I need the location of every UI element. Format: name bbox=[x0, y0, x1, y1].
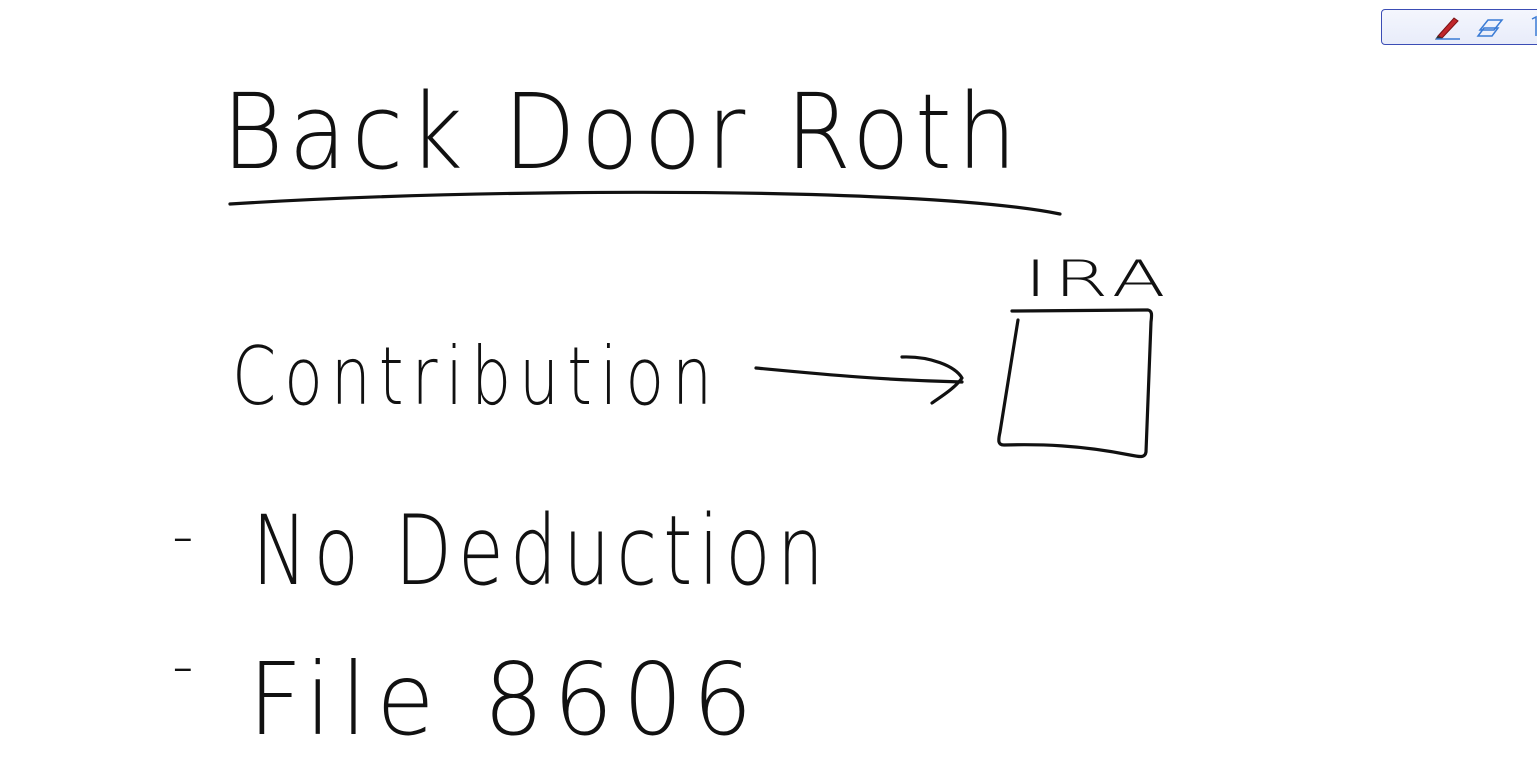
title-ink: Back Door Roth bbox=[222, 71, 1062, 216]
ink-toolbar bbox=[1381, 9, 1537, 45]
contribution-group: Contribution bbox=[232, 330, 964, 423]
ira-box bbox=[997, 308, 1154, 459]
bullet-text: File 8606 bbox=[248, 641, 762, 758]
pen-icon[interactable] bbox=[1432, 14, 1462, 40]
title-underline bbox=[228, 190, 1062, 216]
bullet-marker: - bbox=[172, 631, 194, 701]
arrow-shaft bbox=[754, 366, 964, 384]
contribution-label: Contribution bbox=[232, 330, 720, 423]
ira-box-group: IRA bbox=[997, 250, 1172, 459]
bullet-list: - No Deduction - File 8606 bbox=[172, 495, 830, 758]
page-title: Back Door Roth bbox=[222, 71, 1022, 193]
more-icon[interactable] bbox=[1522, 14, 1537, 40]
arrow-head bbox=[900, 355, 964, 405]
bullet-marker: - bbox=[172, 501, 194, 571]
ira-label: IRA bbox=[1024, 250, 1172, 308]
eraser-icon[interactable] bbox=[1474, 14, 1504, 40]
bullet-text: No Deduction bbox=[252, 495, 830, 607]
